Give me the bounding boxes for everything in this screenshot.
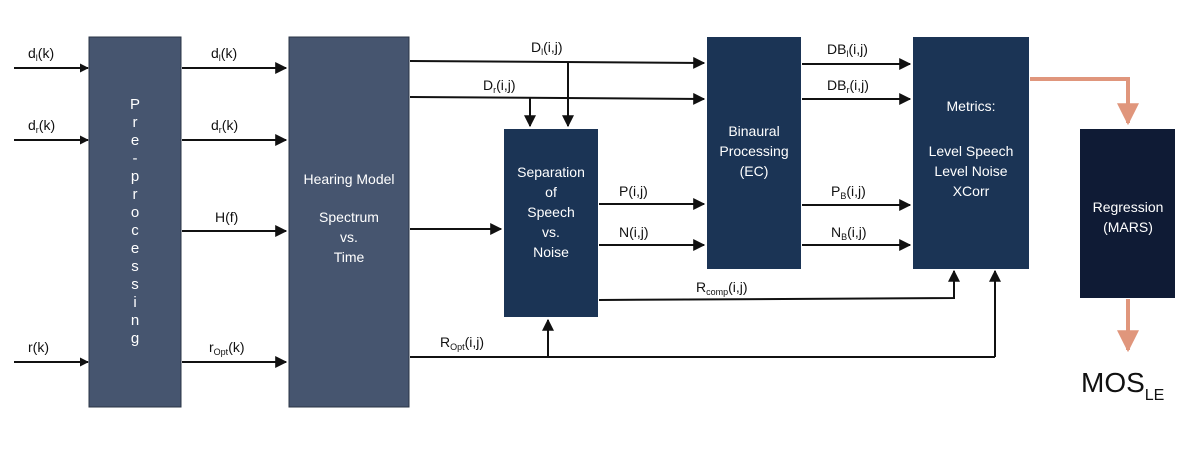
- separation-line: Noise: [533, 244, 569, 260]
- binaural-processing-block: [707, 37, 801, 269]
- N-label: N(i,j): [619, 224, 649, 240]
- dl-out-label: dl(k): [211, 45, 237, 63]
- preprocessing-label: P r e - p r o c e s s i n g: [130, 96, 140, 347]
- NB-label: NB(i,j): [831, 224, 867, 242]
- pre-char: P: [130, 96, 140, 113]
- metrics-line: Level Speech: [929, 143, 1014, 159]
- pre-char: r: [133, 114, 138, 131]
- Rcomp-label: Rcomp(i,j): [696, 279, 748, 297]
- pre-char: c: [131, 222, 139, 239]
- pre-char: s: [131, 258, 139, 275]
- regression-block: [1080, 129, 1175, 298]
- input-dr-label: dr(k): [28, 117, 55, 135]
- separation-line: vs.: [542, 224, 560, 240]
- arrow-Rcomp: [598, 269, 960, 301]
- pre-char: p: [131, 168, 139, 185]
- metrics-block: [913, 37, 1029, 269]
- dr-out-label: dr(k): [211, 117, 238, 135]
- input-dl-label: dl(k): [28, 45, 54, 63]
- DBr-label: DBr(i,j): [827, 77, 869, 95]
- arrow-Dr: [409, 92, 706, 105]
- arrow-metrics-to-regression: [1030, 77, 1139, 126]
- regression-line: (MARS): [1103, 219, 1153, 235]
- PB-label: PB(i,j): [831, 183, 866, 201]
- pre-char: i: [133, 294, 136, 311]
- pre-char: -: [133, 150, 138, 167]
- regression-line: Regression: [1093, 199, 1164, 215]
- arrow-Dl: [409, 56, 706, 69]
- output-mos-label: MOSLE: [1081, 367, 1164, 404]
- hearing-model-title: Hearing Model: [303, 171, 394, 187]
- binaural-line: Binaural: [728, 123, 779, 139]
- separation-block: [504, 129, 598, 317]
- input-r-label: r(k): [28, 339, 49, 355]
- separation-line: Speech: [527, 204, 574, 220]
- binaural-line: Processing: [719, 143, 788, 159]
- pre-char: o: [131, 204, 139, 221]
- metrics-line: Metrics:: [947, 98, 996, 114]
- pre-char: r: [133, 186, 138, 203]
- metrics-line: Level Noise: [934, 163, 1007, 179]
- Ropt-label: ROpt(i,j): [440, 334, 484, 352]
- Dr-label: Dr(i,j): [483, 77, 516, 95]
- separation-line: of: [545, 184, 557, 200]
- separation-line: Separation: [517, 164, 585, 180]
- metrics-line: XCorr: [953, 183, 990, 199]
- Dl-label: Dl(i,j): [531, 39, 563, 57]
- pre-char: e: [131, 132, 139, 149]
- hf-label: H(f): [215, 209, 238, 225]
- pre-char: s: [131, 276, 139, 293]
- hearing-model-line: Spectrum: [319, 209, 379, 225]
- DBl-label: DBl(i,j): [827, 41, 868, 59]
- pre-char: g: [131, 330, 139, 347]
- hearing-model-block: [288, 36, 410, 408]
- binaural-line: (EC): [740, 163, 769, 179]
- ropt-k-label: rOpt(k): [209, 339, 245, 357]
- orange-arrows: [1030, 77, 1139, 353]
- connection-lines: [14, 56, 1001, 368]
- hearing-model-line: vs.: [340, 229, 358, 245]
- hearing-model-line: Time: [334, 249, 365, 265]
- P-label: P(i,j): [619, 183, 648, 199]
- preprocessing-block: [88, 36, 182, 408]
- pre-char: n: [131, 312, 139, 329]
- pre-char: e: [131, 240, 139, 257]
